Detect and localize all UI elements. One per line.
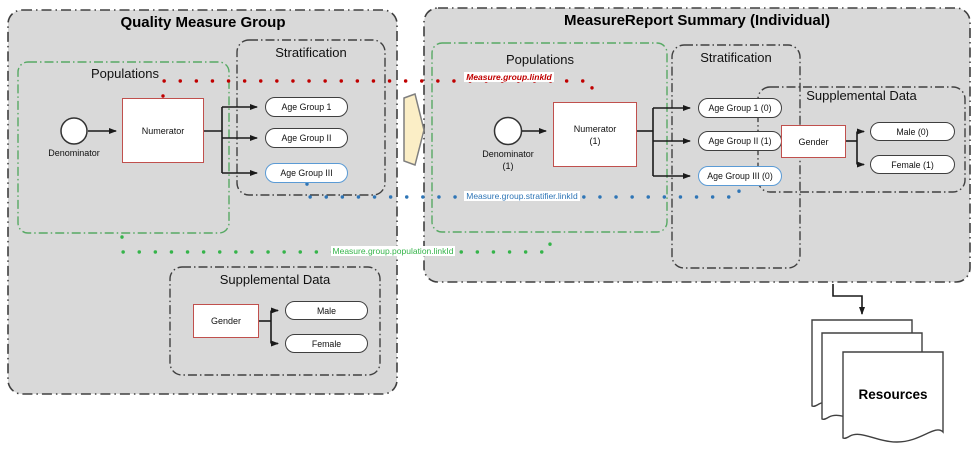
resources-connector [832, 284, 865, 315]
left-stratification-title: Stratification [275, 45, 347, 60]
left-group-title: Quality Measure Group [120, 14, 286, 31]
left-age-group-3-label: Age Group III [280, 168, 333, 178]
left-female-node: Female [285, 334, 368, 353]
right-stratification-title: Stratification [700, 50, 772, 65]
left-numerator-label: Numerator [141, 125, 185, 136]
left-age-group-3-node: Age Group III [265, 163, 348, 183]
right-male-label: Male (0) [896, 126, 929, 137]
right-denominator-line2: (1) [502, 161, 514, 171]
left-age-group-2-label: Age Group II [281, 133, 332, 143]
right-female-node: Female (1) [870, 155, 955, 174]
right-denominator-line1: Denominator [482, 149, 534, 159]
right-age-group-2-label: Age Group II (1) [708, 136, 772, 146]
left-supplemental-title: Supplemental Data [219, 272, 331, 287]
left-supplemental-box [169, 266, 381, 376]
left-stratification-box [236, 39, 386, 196]
left-denominator-label: Denominator [48, 148, 100, 158]
left-male-node: Male [285, 301, 368, 320]
left-populations-box [17, 61, 230, 234]
left-populations-title: Populations [91, 66, 159, 81]
right-numerator-line1: Numerator [573, 123, 617, 134]
right-age-group-3-node: Age Group III (0) [698, 166, 782, 186]
measurereport-summary-box [423, 7, 971, 283]
right-supplemental-title: Supplemental Data [806, 88, 917, 103]
right-denominator-circle [493, 116, 523, 146]
right-gender-node: Gender [781, 125, 846, 158]
right-denominator-label: Denominator (1) [458, 148, 558, 172]
right-male-node: Male (0) [870, 122, 955, 141]
right-group-title: MeasureReport Summary (Individual) [564, 12, 830, 29]
stratifier-linkid-label: Measure.group.stratifier.linkId [464, 191, 580, 201]
left-denominator-circle [60, 117, 88, 145]
left-age-group-1-label: Age Group 1 [281, 102, 332, 112]
stratifier-linkid-dotted-line [305, 182, 741, 199]
right-age-group-1-label: Age Group 1 (0) [708, 103, 772, 113]
right-numerator-node: Numerator (1) [553, 102, 637, 167]
right-populations-title: Populations [506, 52, 574, 67]
right-populations-box [431, 42, 668, 233]
left-gender-label: Gender [210, 316, 242, 326]
right-female-label: Female (1) [891, 159, 934, 170]
group-linkid-label: Measure.group.linkId [464, 72, 554, 82]
population-linkid-label: Measure.group.population.linkId [330, 246, 456, 256]
left-female-label: Female [311, 338, 342, 349]
right-age-group-3-label: Age Group III (0) [707, 171, 773, 181]
left-connectors [88, 104, 279, 347]
right-supplemental-box [757, 86, 966, 193]
left-age-group-1-node: Age Group 1 [265, 97, 348, 117]
left-male-label: Male [316, 305, 337, 316]
left-gender-node: Gender [193, 304, 259, 338]
population-linkid-dotted-line [120, 233, 552, 254]
flow-arrow [403, 93, 425, 166]
right-age-group-2-node: Age Group II (1) [698, 131, 782, 151]
right-numerator-line2: (1) [589, 135, 601, 146]
left-numerator-node: Numerator [122, 98, 204, 163]
left-age-group-2-node: Age Group II [265, 128, 348, 148]
right-connectors [522, 105, 865, 179]
right-age-group-1-node: Age Group 1 (0) [698, 98, 782, 118]
resources-label: Resources [858, 386, 928, 402]
right-gender-label: Gender [798, 136, 829, 147]
